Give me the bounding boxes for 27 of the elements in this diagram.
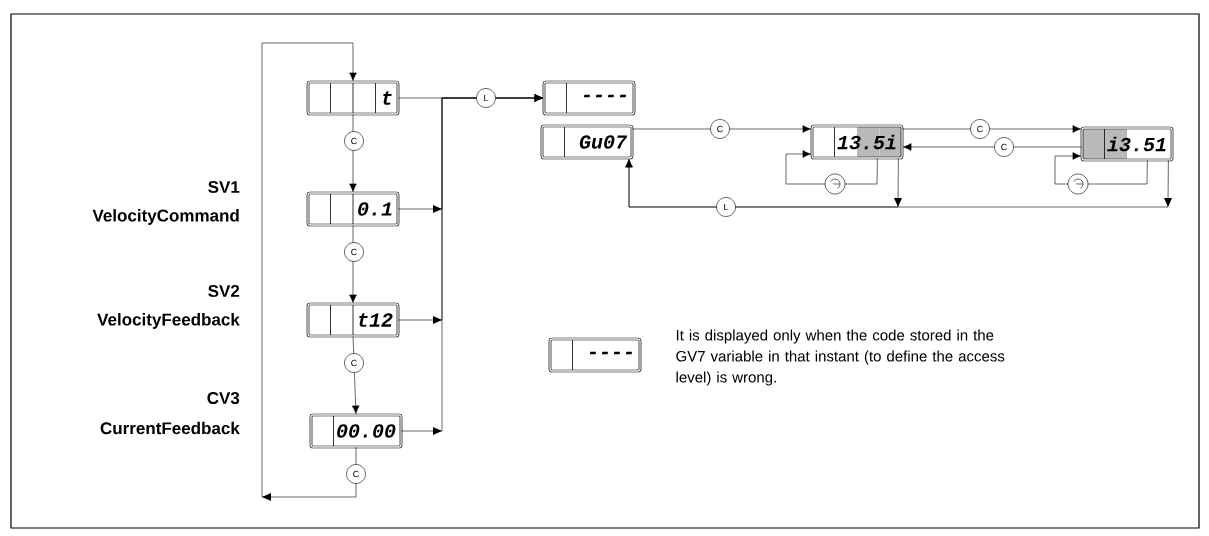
signal-label: VelocityFeedback	[97, 313, 240, 329]
arrow	[261, 42, 357, 501]
note-text: It is displayed only when the code stored in the GV7 variable in that instant (to define the access level) is wrong.	[676, 329, 1005, 386]
arrow	[349, 225, 357, 303]
display-box: ----	[548, 337, 642, 373]
signal-label: SV2	[208, 285, 240, 298]
arrow	[625, 159, 1172, 208]
signal-label: CurrentFeedback	[100, 421, 240, 435]
display-box: 13.5i	[810, 124, 904, 160]
arrow	[902, 125, 1081, 133]
display-box: ----	[542, 80, 636, 116]
display-box: i3.51	[1080, 126, 1174, 162]
arrow	[401, 94, 543, 435]
signal-label: SV1	[208, 181, 240, 194]
display-box: t12	[306, 302, 400, 338]
signal-label: CV3	[207, 391, 240, 405]
arrow	[349, 114, 357, 192]
arrow	[903, 143, 1082, 151]
signal-label: VelocityCommand	[92, 209, 239, 225]
display-box: 0.1	[306, 191, 400, 227]
arrow	[785, 150, 878, 185]
arrow	[1054, 152, 1148, 185]
arrow	[632, 125, 811, 133]
display-box: t	[306, 80, 400, 116]
arrow	[351, 336, 360, 414]
display-box: 00.00	[309, 413, 403, 449]
display-box: Gu07	[540, 124, 634, 160]
